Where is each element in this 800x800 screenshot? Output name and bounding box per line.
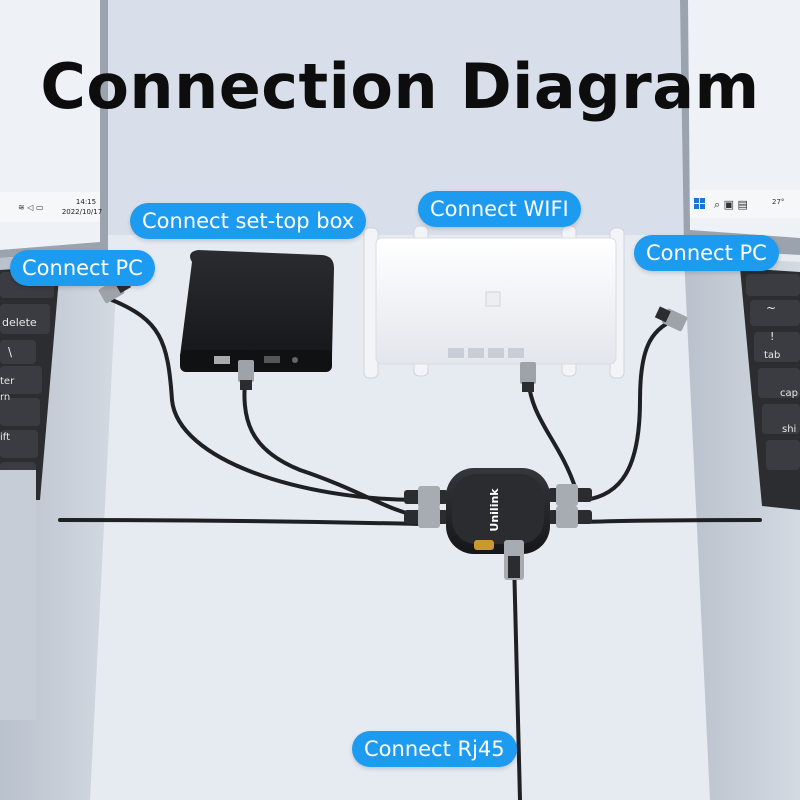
left-time: 14:15 [76,198,96,206]
left-date: 2022/10/17 [62,208,102,216]
key-delete: delete [2,316,37,329]
ethernet-splitter-hub [404,468,592,580]
label-wifi: Connect WIFI [418,191,581,227]
network-cables [58,298,762,800]
taskbar-icons: ≋ ◁ ▭ [18,203,44,212]
key-shift: ift [0,432,10,443]
set-top-box [180,250,334,372]
router-ports [448,348,524,358]
plug-set-top-box [238,360,254,390]
label-set-top-box: Connect set-top box [130,203,367,239]
wifi-router [363,225,625,379]
key-tab: tab [764,350,780,361]
plug-router [520,362,536,392]
plug-right-pc [654,306,688,332]
right-laptop: ⌕ ▣ ▤ 27° ~ ! tab cap shi [680,0,800,800]
right-keys [746,274,800,470]
windows-icon [694,198,705,209]
key-shift-right: shi [782,424,796,435]
key-backslash: \ [8,345,13,359]
taskbar-search-icon: ⌕ ▣ ▤ [714,198,748,211]
right-laptop-screen [688,0,800,238]
box-usb-port [214,356,230,364]
left-taskbar [0,192,100,222]
label-pc-left: Connect PC [10,250,155,286]
label-pc-right: Connect PC [634,235,779,271]
key-tilde: ~ [766,301,776,315]
key-exclamation: ! [770,330,774,343]
page-title: Connection Diagram [40,50,760,123]
left-laptop-screen [0,0,100,250]
left-palm-rest [0,470,36,720]
hub-usb-c-port [474,540,494,550]
label-rj45: Connect Rj45 [352,731,517,767]
left-laptop: ≋ ◁ ▭ 14:15 2022/10/17 delete \ ter rn i… [0,0,118,800]
key-return: rn [0,392,10,403]
right-weather: 27° [772,198,784,206]
box-hdmi-port [264,356,280,363]
right-taskbar [690,190,800,218]
key-caps: cap [780,388,798,399]
hub-brand-label: Unilink [488,488,501,532]
key-enter: ter [0,376,15,387]
